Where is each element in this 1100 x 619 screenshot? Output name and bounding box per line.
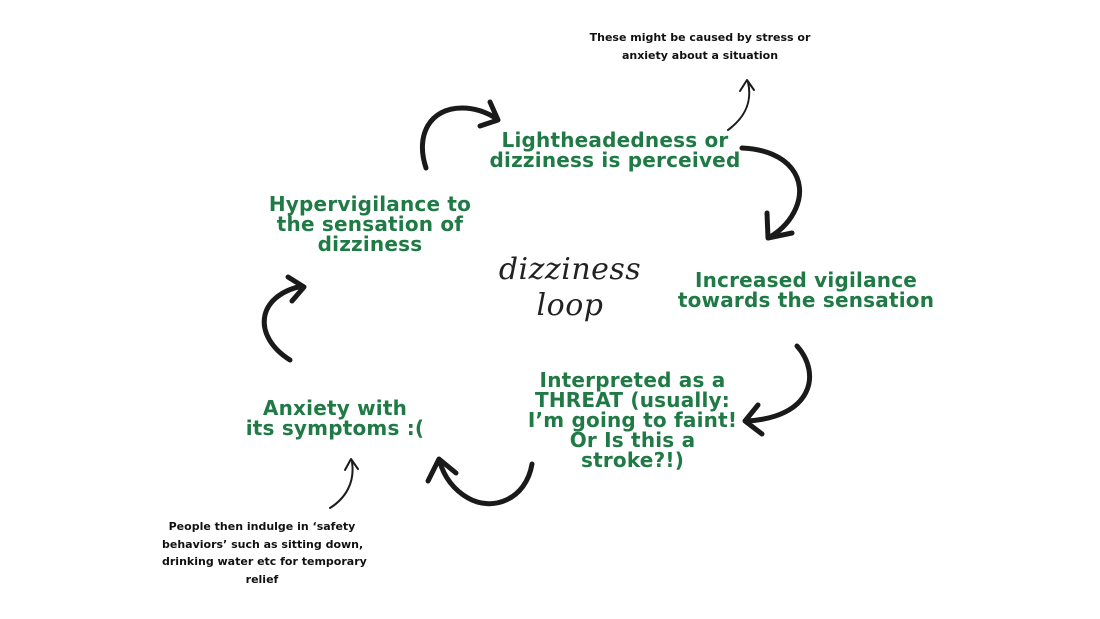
note-top: These might be caused by stress or anxie… bbox=[580, 29, 820, 64]
arrow-threat-to-anxiety bbox=[425, 456, 535, 507]
node-line: THREAT (usually: bbox=[535, 388, 730, 412]
arrow-note-top bbox=[727, 79, 755, 131]
note-line: These might be caused by stress or bbox=[589, 31, 811, 44]
node-hypervigilance: Hypervigilance to the sensation of dizzi… bbox=[255, 194, 485, 254]
note-line: anxiety about a situation bbox=[621, 48, 779, 62]
node-dizziness-perceived: Lightheadedness or dizziness is perceive… bbox=[470, 130, 760, 170]
note-bottom: People then indulge in ‘safety behaviors… bbox=[162, 518, 367, 588]
node-line: dizziness bbox=[317, 232, 423, 256]
node-interpreted-as-threat: Interpreted as a THREAT (usually: I’m go… bbox=[520, 370, 745, 470]
center-title: dizziness loop bbox=[480, 252, 660, 324]
node-line: the sensation of bbox=[276, 212, 464, 236]
node-line: I’m going to faint! bbox=[527, 408, 738, 432]
center-title-line: loop bbox=[536, 288, 604, 323]
node-line: stroke?!) bbox=[580, 448, 685, 472]
node-increased-vigilance: Increased vigilance towards the sensatio… bbox=[671, 270, 941, 310]
node-line: Or Is this a bbox=[569, 428, 696, 452]
node-line: its symptoms :( bbox=[245, 416, 425, 440]
node-line: dizziness is perceived bbox=[489, 148, 741, 172]
node-line: Lightheadedness or bbox=[501, 128, 729, 152]
note-line: behaviors’ such as sitting down, bbox=[162, 537, 364, 551]
node-anxiety-symptoms: Anxiety with its symptoms :( bbox=[225, 398, 445, 438]
center-title-line: dizziness bbox=[498, 252, 642, 287]
node-line: towards the sensation bbox=[677, 288, 935, 312]
note-line: relief bbox=[245, 572, 279, 586]
arrow-perceived-to-vigilance bbox=[739, 145, 803, 241]
note-line: People then indulge in ‘safety bbox=[168, 520, 356, 533]
arrow-hypervigilance-to-perceived bbox=[419, 99, 501, 171]
node-line: Hypervigilance to bbox=[268, 192, 472, 216]
node-line: Interpreted as a bbox=[539, 368, 726, 392]
node-line: Increased vigilance bbox=[694, 268, 918, 292]
arrow-anxiety-to-hypervigilance bbox=[261, 274, 307, 363]
arrow-vigilance-to-threat bbox=[742, 343, 813, 437]
node-line: Anxiety with bbox=[262, 396, 408, 420]
arrow-note-bottom bbox=[329, 458, 359, 509]
note-line: drinking water etc for temporary bbox=[162, 555, 367, 568]
